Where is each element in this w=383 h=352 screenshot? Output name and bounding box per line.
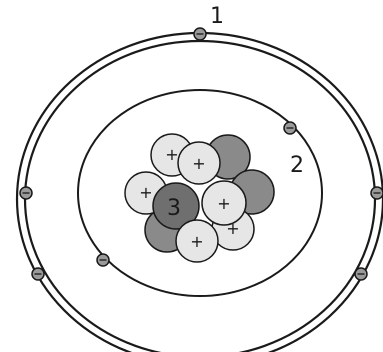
electron xyxy=(32,268,44,280)
electron xyxy=(97,254,109,266)
electron xyxy=(194,28,206,40)
electron xyxy=(371,187,383,199)
inner-shell-label: 2 xyxy=(290,155,304,177)
inner-shell xyxy=(78,90,322,296)
proton-sign: + xyxy=(190,232,203,251)
proton-sign: + xyxy=(217,194,230,213)
electron xyxy=(284,122,296,134)
electron xyxy=(20,187,32,199)
nucleus-label: 3 xyxy=(167,196,181,221)
proton-sign: + xyxy=(139,183,152,202)
outer-shell-label: 1 xyxy=(210,6,224,28)
outer-shell xyxy=(17,33,383,352)
proton-sign: + xyxy=(192,154,205,173)
nucleus: + + + + + + 3 xyxy=(125,134,274,262)
electron xyxy=(355,268,367,280)
proton-sign: + xyxy=(165,145,178,164)
